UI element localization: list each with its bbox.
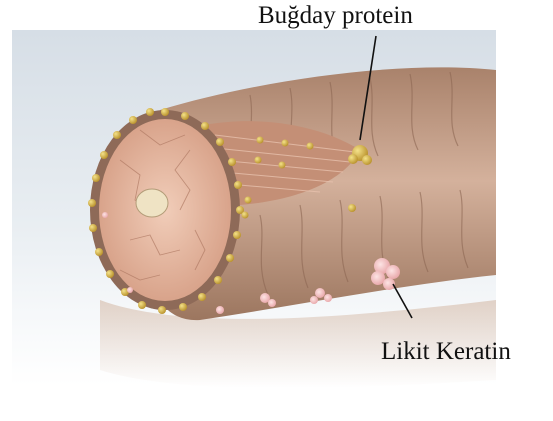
liquid-keratin-label: Likit Keratin xyxy=(381,338,511,366)
wheat-protein-label: Buğday protein xyxy=(258,2,413,30)
medulla xyxy=(136,189,168,217)
